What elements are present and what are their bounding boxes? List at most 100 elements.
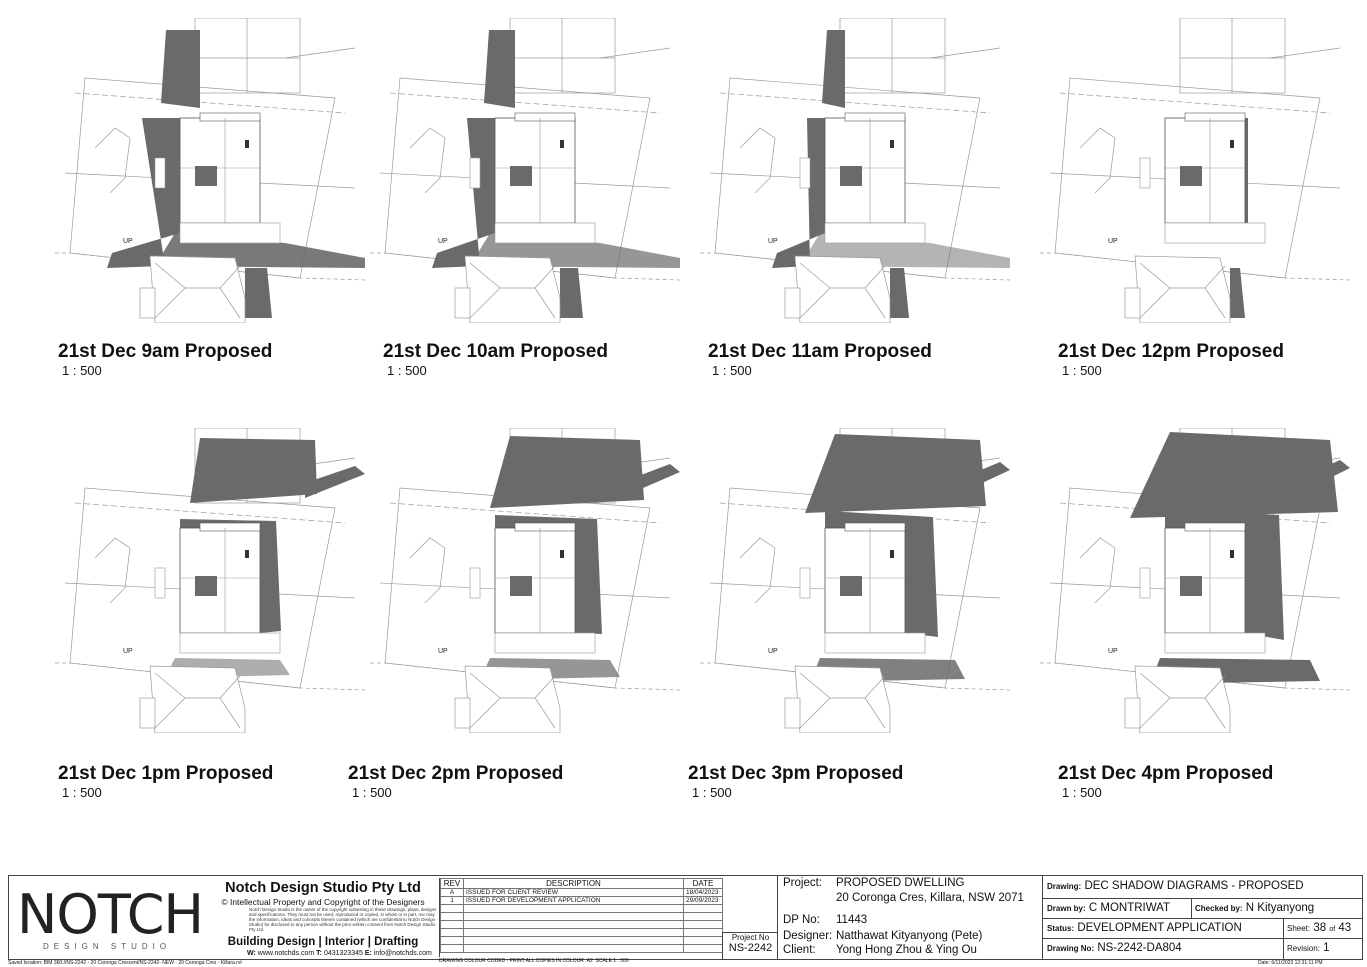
stair-up-label: UP bbox=[438, 648, 448, 655]
project-no-value: NS-2242 bbox=[728, 942, 773, 954]
view-title: 21st Dec 9am Proposed bbox=[58, 341, 273, 362]
view-scale: 1 : 500 bbox=[62, 785, 102, 800]
date-cell: 18/04/2023 bbox=[683, 888, 723, 897]
view-scale: 1 : 500 bbox=[712, 363, 752, 378]
view-title: 21st Dec 3pm Proposed bbox=[688, 763, 904, 784]
drawing-no-label: Drawing No: bbox=[1047, 944, 1095, 953]
copyright-line: © Intellectual Property and Copyright of… bbox=[221, 897, 425, 907]
shadow-plan-view: UP bbox=[55, 18, 365, 323]
logo-wordmark: NOTCH bbox=[17, 883, 204, 946]
print-date-label: Date: bbox=[1258, 960, 1270, 966]
view-title: 21st Dec 12pm Proposed bbox=[1058, 341, 1284, 362]
title-block: NOTCH DESIGN STUDIO Notch Design Studio … bbox=[8, 875, 1363, 964]
date-cell: 29/09/2023 bbox=[683, 896, 723, 905]
project-name: PROPOSED DWELLING bbox=[836, 877, 965, 889]
view-scale: 1 : 500 bbox=[1062, 363, 1102, 378]
shadow-plan-view: UP bbox=[370, 18, 680, 323]
view-scale: 1 : 500 bbox=[1062, 785, 1102, 800]
description-header: DESCRIPTION bbox=[463, 878, 684, 889]
view-scale: 1 : 500 bbox=[387, 363, 427, 378]
view-scale: 1 : 500 bbox=[352, 785, 392, 800]
status-label: Status: bbox=[1047, 924, 1075, 933]
colour-note: DRAWING COLOUR CODED - PRINT ALL COPIES … bbox=[439, 958, 584, 964]
stair-up-label: UP bbox=[768, 648, 778, 655]
contact-line: W: www.notchds.com T: 0431323345 E: info… bbox=[247, 950, 432, 957]
drawn-by-field: Drawn by: C MONTRIWAT bbox=[1047, 902, 1170, 914]
shadow-plan-view: UP bbox=[700, 18, 1010, 323]
email-label: E: bbox=[364, 950, 372, 957]
sheet-total: 43 bbox=[1338, 922, 1352, 934]
designer-label: Designer: bbox=[783, 930, 833, 942]
stair-up-label: UP bbox=[1108, 238, 1118, 245]
view-title: 21st Dec 1pm Proposed bbox=[58, 763, 274, 784]
view-title: 21st Dec 10am Proposed bbox=[383, 341, 608, 362]
checked-by-value: N Kityanyong bbox=[1245, 902, 1315, 914]
services-line: Building Design | Interior | Drafting bbox=[227, 936, 419, 948]
drawing-info: Drawing: DEC SHADOW DIAGRAMS - PROPOSED … bbox=[1042, 876, 1363, 959]
company-name: Notch Design Studio Pty Ltd bbox=[225, 880, 421, 896]
drawing-notes: DRAWING COLOUR CODED - PRINT ALL COPIES … bbox=[439, 958, 629, 964]
drawing-title-field: Drawing: DEC SHADOW DIAGRAMS - PROPOSED bbox=[1047, 880, 1304, 892]
checked-by-field: Checked by: N Kityanyong bbox=[1195, 902, 1314, 914]
revision-table: REV DESCRIPTION DATE A ISSUED FOR CLIENT… bbox=[439, 878, 723, 957]
sheet-field: Sheet: 38 of 43 bbox=[1287, 922, 1351, 934]
table-row: 1 ISSUED FOR DEVELOPMENT APPLICATION 29/… bbox=[440, 896, 723, 905]
dp-label: DP No: bbox=[783, 914, 820, 926]
sheet-number: 38 bbox=[1313, 922, 1327, 934]
revision-label: Revision: bbox=[1287, 944, 1320, 953]
stair-up-label: UP bbox=[1108, 648, 1118, 655]
view-title: 21st Dec 11am Proposed bbox=[708, 341, 932, 362]
shadow-plan-view: UP bbox=[700, 428, 1010, 733]
sheet-of-label: of bbox=[1329, 926, 1336, 933]
shadow-plan-view: UP bbox=[1040, 428, 1350, 733]
scale-note: SCALE 1 : 500 bbox=[595, 958, 629, 964]
rev-cell: 1 bbox=[440, 896, 464, 905]
print-date: Date: 6/11/2023 12:31:11 PM bbox=[1258, 960, 1323, 966]
status-value: DEVELOPMENT APPLICATION bbox=[1077, 922, 1242, 934]
date-header: DATE bbox=[683, 878, 723, 889]
notch-logo: NOTCH DESIGN STUDIO bbox=[13, 880, 208, 955]
paper-size: A2 bbox=[586, 958, 593, 964]
stair-up-label: UP bbox=[123, 238, 133, 245]
website-link[interactable]: www.notchds.com bbox=[257, 950, 315, 957]
project-address: 20 Coronga Cres, Killara, NSW 2071 bbox=[836, 892, 1024, 904]
web-label: W: bbox=[247, 950, 256, 957]
dp-value: 11443 bbox=[836, 914, 868, 926]
client-value: Yong Hong Zhou & Ying Ou bbox=[836, 944, 977, 956]
description-cell: ISSUED FOR DEVELOPMENT APPLICATION bbox=[463, 896, 684, 905]
drawing-title: DEC SHADOW DIAGRAMS - PROPOSED bbox=[1084, 880, 1304, 892]
logo-subtitle: DESIGN STUDIO bbox=[43, 942, 172, 951]
stair-up-label: UP bbox=[768, 238, 778, 245]
designer-value: Natthawat Kityanyong (Pete) bbox=[836, 930, 983, 942]
email-link[interactable]: info@notchds.com bbox=[373, 950, 432, 957]
shadow-plan-view: UP bbox=[55, 428, 365, 733]
stair-up-label: UP bbox=[123, 648, 133, 655]
description-cell: ISSUED FOR CLIENT REVIEW bbox=[463, 888, 684, 897]
status-field: Status: DEVELOPMENT APPLICATION bbox=[1047, 922, 1242, 934]
copyright-disclaimer: Notch Design Studio is the owner of the … bbox=[249, 907, 437, 932]
tel-label: T: bbox=[316, 950, 322, 957]
project-number-box: Project No NS-2242 bbox=[722, 932, 778, 959]
print-date-value: 6/11/2023 12:31:11 PM bbox=[1271, 960, 1323, 966]
project-info: Project: PROPOSED DWELLING 20 Coronga Cr… bbox=[777, 876, 1043, 959]
drawing-number-field: Drawing No: NS-2242-DA804 bbox=[1047, 942, 1182, 954]
project-no-label: Project No bbox=[731, 933, 770, 942]
view-title: 21st Dec 2pm Proposed bbox=[348, 763, 564, 784]
drawn-by-value: C MONTRIWAT bbox=[1088, 902, 1170, 914]
revision-field: Revision: 1 bbox=[1287, 942, 1330, 954]
drawing-no-value: NS-2242-DA804 bbox=[1097, 942, 1182, 954]
shadow-plan-view: UP bbox=[1040, 18, 1350, 323]
sheet-label: Sheet: bbox=[1287, 924, 1311, 933]
client-label: Client: bbox=[783, 944, 816, 956]
shadow-plan-view: UP bbox=[370, 428, 680, 733]
table-row: A ISSUED FOR CLIENT REVIEW 18/04/2023 bbox=[440, 888, 723, 897]
checked-by-label: Checked by: bbox=[1195, 904, 1243, 913]
view-title: 21st Dec 4pm Proposed bbox=[1058, 763, 1274, 784]
stair-up-label: UP bbox=[438, 238, 448, 245]
view-scale: 1 : 500 bbox=[692, 785, 732, 800]
phone-number: 0431323345 bbox=[323, 950, 363, 957]
drawn-by-label: Drawn by: bbox=[1047, 904, 1086, 913]
saved-location: Saved location: BIM 360://NS-2242 - 20 C… bbox=[8, 960, 242, 966]
rev-cell: A bbox=[440, 888, 464, 897]
